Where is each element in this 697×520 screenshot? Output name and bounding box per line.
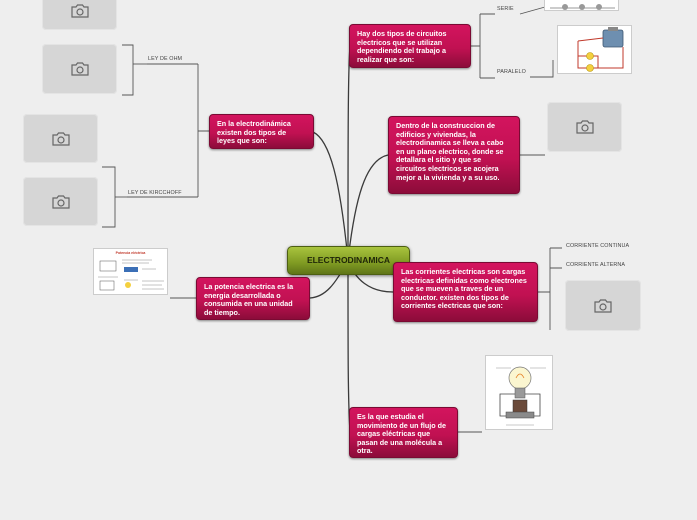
bulb-circuit-image[interactable]: [485, 355, 553, 430]
power-diagram-title: Potencia eléctrica: [115, 251, 146, 255]
topic-construction[interactable]: Dentro de la construccion de edificios y…: [388, 116, 520, 194]
topic-power[interactable]: La potencia electrica es la energia desa…: [196, 277, 310, 320]
topic-circuits[interactable]: Hay dos tipos de circuitos electricos qu…: [349, 24, 471, 68]
camera-icon: [51, 194, 70, 209]
camera-icon: [575, 120, 594, 134]
label-ley-kirchhoff[interactable]: LEY DE KIRCCHOFF: [128, 190, 182, 196]
label-corriente-continua[interactable]: CORRIENTE CONTINUA: [566, 243, 630, 249]
central-topic[interactable]: ELECTRODINAMICA: [287, 246, 410, 275]
camera-icon: [594, 298, 612, 313]
label-ley-ohm[interactable]: LEY DE OHM: [148, 56, 183, 62]
power-diagram-image[interactable]: Potencia eléctrica: [93, 248, 168, 295]
topic-laws[interactable]: En la electrodinámica existen dos tipos …: [209, 114, 314, 149]
image-placeholder[interactable]: [42, 0, 117, 30]
topic-currents[interactable]: Las corrientes electricas son cargas ele…: [393, 262, 538, 322]
image-placeholder[interactable]: [23, 177, 98, 226]
parallel-circuit-image[interactable]: [557, 25, 632, 74]
label-corriente-alterna[interactable]: CORRIENTE ALTERNA: [566, 262, 626, 268]
battery-icon: [577, 27, 624, 72]
circuit-formula-icon: [98, 259, 164, 291]
label-paralelo[interactable]: PARALELO: [497, 69, 526, 75]
image-placeholder[interactable]: [565, 280, 641, 331]
image-placeholder[interactable]: [547, 102, 622, 152]
camera-icon: [51, 131, 70, 146]
camera-icon: [70, 4, 89, 18]
series-circuit-image[interactable]: [544, 0, 619, 11]
label-serie[interactable]: SERIE: [497, 6, 514, 12]
image-placeholder[interactable]: [42, 44, 117, 94]
bulb-icon: [550, 4, 615, 10]
image-placeholder[interactable]: [23, 114, 98, 163]
topic-definition[interactable]: Es la que estudia el movimiento de un fl…: [349, 407, 458, 458]
light-bulb-icon: [496, 366, 546, 426]
camera-icon: [70, 62, 89, 76]
